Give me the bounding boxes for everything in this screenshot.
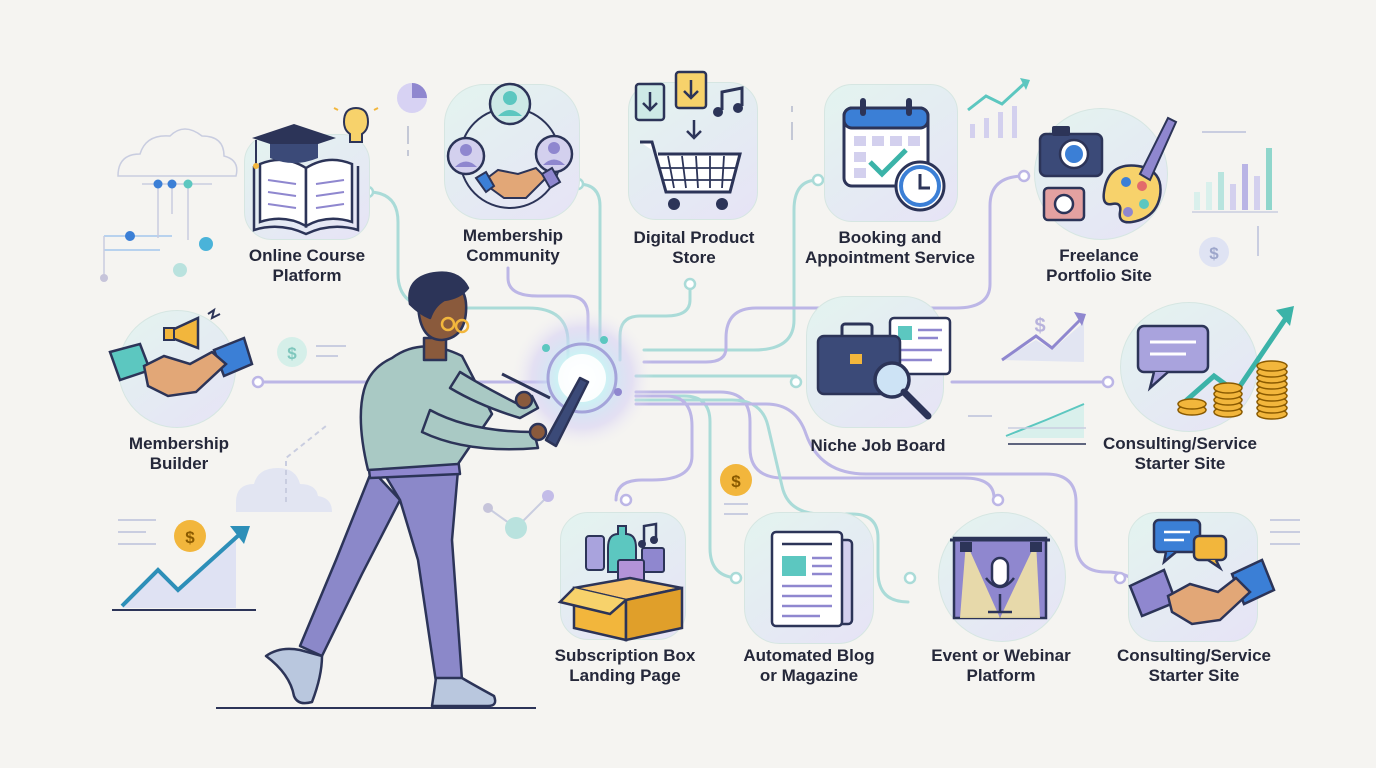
dollar-symbol: $ [185, 528, 195, 547]
molecule-doodle [483, 490, 554, 539]
growth-chart-doodle-left: $ [112, 519, 256, 611]
briefcase-search-icon [816, 316, 952, 420]
cloud-doodle-left [236, 425, 332, 512]
subscription-box-icon [557, 522, 684, 642]
node-consulting-service-starter-site-bottom[interactable]: Consulting/Service Starter Site [1112, 508, 1282, 688]
node-label-line1: Digital Product [633, 228, 755, 247]
node-online-course-platform[interactable]: Online Course Platform [232, 104, 382, 285]
bar-chart-doodle-right [1192, 131, 1278, 256]
node-label-line1: Consulting/Service [1103, 434, 1257, 453]
node-label-line2: Builder [149, 454, 209, 473]
handshake-chat-icon [1128, 518, 1276, 626]
camera-palette-icon [1038, 116, 1178, 224]
shopping-cart-download-icon [634, 70, 744, 210]
node-label-line1: Event or Webinar [931, 646, 1071, 665]
dollar-card-doodle-left: $ [277, 337, 346, 367]
chat-growth-coins-icon [1136, 306, 1294, 420]
dollar-coin-doodle-right: $ [1199, 237, 1229, 267]
stage-microphone-icon [950, 536, 1050, 620]
node-label-line1: Subscription Box [554, 646, 696, 665]
calendar-clock-icon [842, 98, 946, 212]
node-label-line1: Membership [128, 434, 230, 453]
node-consulting-service-starter-site-top[interactable]: Consulting/Service Starter Site [1103, 296, 1306, 482]
node-label-line2: Platform [272, 266, 342, 285]
cloud-network-doodle [103, 128, 238, 278]
node-label-line1: Booking and [838, 228, 942, 247]
graduation-book-icon [252, 106, 379, 236]
node-label-line2: Platform [966, 666, 1036, 685]
node-event-webinar-platform[interactable]: Event or Webinar Platform [926, 508, 1076, 688]
trend-chart-doodle-low [968, 403, 1086, 445]
node-digital-product-store[interactable]: Digital Product Store [618, 70, 770, 270]
dollar-coin-doodle-center: $ [720, 464, 752, 515]
node-label-line1: Automated Blog [743, 646, 875, 665]
connector-lines [254, 174, 1138, 604]
person-illustration [264, 271, 590, 708]
newspaper-icon [770, 530, 854, 628]
node-label-line1: Online Course [248, 246, 366, 265]
bottom-right-lines [1270, 519, 1300, 545]
handshake-megaphone-icon [108, 307, 254, 398]
dollar-symbol: $ [1034, 315, 1045, 337]
node-booking-appointment-service[interactable]: Booking and Appointment Service [800, 84, 980, 274]
node-label-line2: Starter Site [1148, 666, 1240, 685]
node-label-line2: Community [466, 246, 560, 265]
node-label-line2: Store [672, 248, 716, 267]
node-label-line1: Consulting/Service [1117, 646, 1271, 665]
node-automated-blog-magazine[interactable]: Automated Blog or Magazine [734, 508, 884, 688]
node-niche-job-board[interactable]: Niche Job Board [800, 296, 960, 460]
node-membership-community[interactable]: Membership Community [438, 74, 588, 274]
trend-chart-doodle-mid: $ [1001, 312, 1086, 362]
dash-marks [407, 106, 793, 156]
node-label-line1: Niche Job Board [810, 436, 946, 455]
node-label-line1: Membership [462, 226, 564, 245]
node-label-line2: Landing Page [569, 666, 681, 685]
node-membership-builder[interactable]: Membership Builder [104, 300, 254, 480]
node-freelance-portfolio-site[interactable]: Freelance Portfolio Site [1030, 104, 1190, 294]
dollar-symbol: $ [1209, 244, 1219, 263]
node-subscription-box-landing-page[interactable]: Subscription Box Landing Page [550, 508, 700, 688]
node-label-line2: Portfolio Site [1046, 266, 1152, 285]
trend-chart-doodle-top [967, 78, 1030, 138]
node-label-line2: or Magazine [759, 666, 859, 685]
community-handshake-icon [446, 82, 574, 209]
dollar-symbol: $ [287, 344, 297, 363]
network-dots [100, 179, 213, 282]
pie-chart-doodle [397, 83, 427, 113]
node-label-line2: Starter Site [1134, 454, 1226, 473]
node-label-line2: Appointment Service [804, 248, 976, 267]
dollar-symbol: $ [731, 472, 741, 491]
node-label-line1: Freelance [1059, 246, 1139, 265]
